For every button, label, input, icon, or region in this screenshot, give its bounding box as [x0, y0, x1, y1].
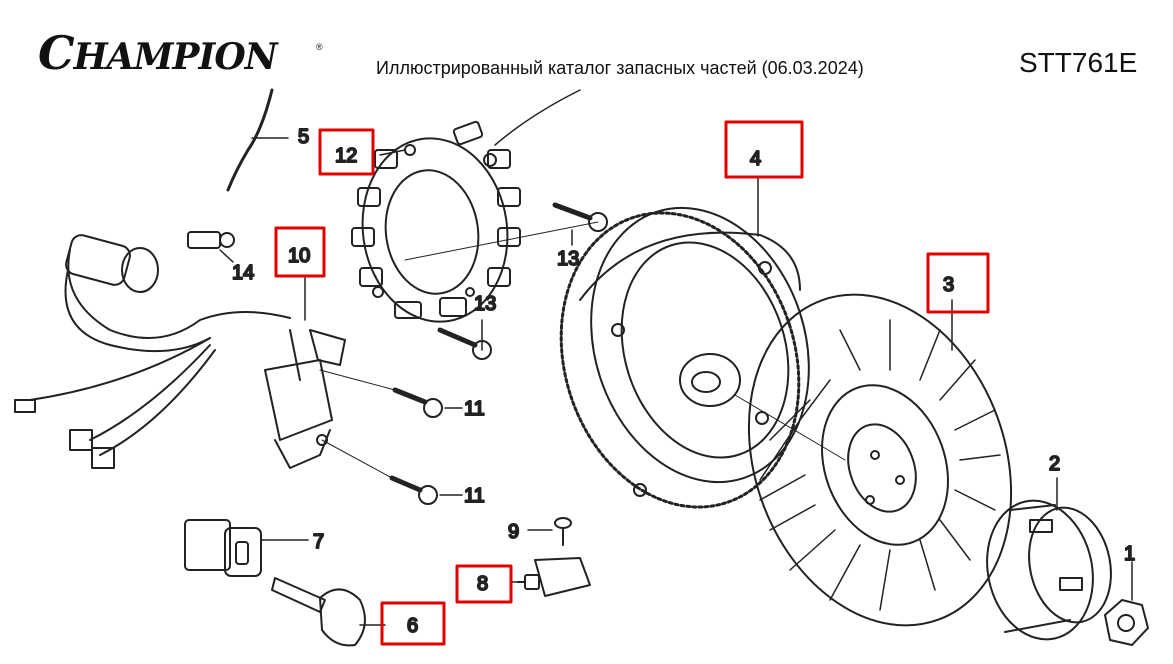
highlight-box-10 [274, 226, 326, 278]
part-label-6: 6 [407, 615, 418, 637]
highlight-box-8 [455, 564, 513, 604]
part-label-2: 2 [1049, 453, 1060, 475]
terminal-part [187, 231, 235, 249]
highlight-box-6 [380, 601, 446, 646]
key-part [271, 577, 366, 647]
wire-part [226, 88, 274, 192]
part-label-5: 5 [298, 126, 309, 148]
screw-part [554, 517, 572, 546]
highlight-box-12 [318, 128, 375, 176]
ignition-coil-part [264, 329, 346, 469]
bolt-11-lower [389, 475, 438, 505]
part-label-8: 8 [477, 573, 488, 595]
part-label-14: 14 [232, 262, 254, 284]
highlight-box-4 [724, 120, 804, 179]
part-label-11-lower: 11 [464, 485, 485, 507]
bolt-13-upper [552, 202, 608, 232]
wire-harness [14, 234, 291, 469]
registered-mark: ® [316, 42, 323, 52]
nut-part [1104, 599, 1149, 646]
brand-logo-initial: C [38, 26, 75, 80]
part-label-13-lower: 13 [474, 293, 496, 315]
stator-part [351, 89, 581, 323]
ignition-switch-part [184, 519, 262, 577]
cooling-fan-part [747, 293, 1013, 627]
part-label-9: 9 [508, 521, 519, 543]
starter-cup-part [986, 499, 1112, 641]
part-label-12: 12 [335, 145, 357, 167]
bolt-13-lower [437, 327, 492, 360]
catalog-title: Иллюстрированный каталог запасных частей… [376, 58, 864, 78]
model-number: STT761E [1019, 47, 1138, 78]
brand-logo-rest: HAMPION [73, 36, 278, 78]
part-label-4: 4 [750, 148, 761, 170]
part-label-11-upper: 11 [464, 398, 485, 420]
switch-part [517, 557, 591, 597]
bolt-11-upper [392, 387, 443, 418]
part-label-13-upper: 13 [557, 248, 579, 270]
part-label-3: 3 [943, 274, 954, 296]
part-label-7: 7 [313, 531, 324, 553]
part-label-10: 10 [288, 245, 310, 267]
part-label-1: 1 [1124, 543, 1135, 565]
brand-logo: CHAMPION [38, 26, 278, 80]
highlight-box-3 [926, 252, 990, 314]
